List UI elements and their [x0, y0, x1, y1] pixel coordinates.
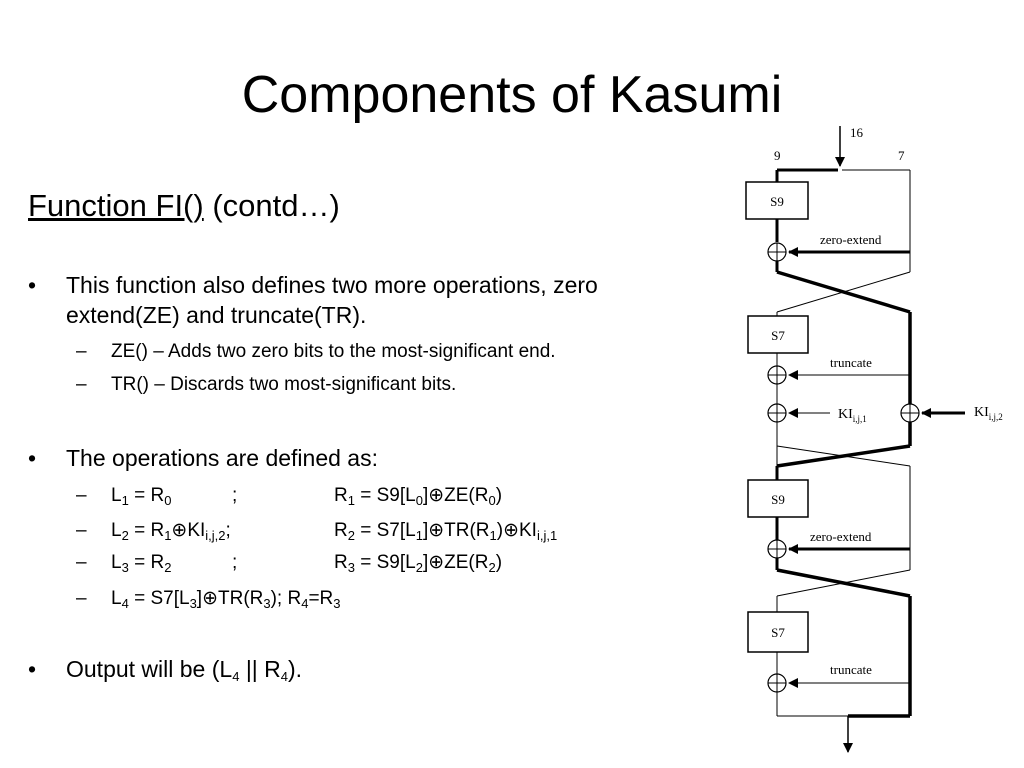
input-bits-label: 16	[850, 125, 864, 140]
s9-box	[747, 479, 809, 518]
equation-left: L4 = S7[L3]⊕TR(R3); R4=R3	[111, 588, 341, 611]
truncate-label: truncate	[830, 355, 872, 370]
bullet-text: This function also defines two more oper…	[66, 272, 598, 328]
subbullet-text: TR() – Discards two most-significant bit…	[111, 374, 457, 395]
bullet-text: Output will be (L4 || R4).	[66, 656, 303, 684]
bullet-dot: •	[28, 272, 37, 298]
equation-right: R2 = S7[L1]⊕TR(R1)⊕KIi,j,1	[334, 520, 558, 543]
slide-title: Components of Kasumi	[241, 66, 783, 124]
zero-extend-label: zero-extend	[820, 232, 882, 247]
bullet-dot: •	[28, 445, 37, 471]
subbullet-text: ZE() – Adds two zero bits to the most-si…	[111, 341, 556, 362]
s9-label: S9	[771, 492, 785, 507]
subtitle-contd: (contd…)	[212, 188, 340, 223]
s7-box	[747, 315, 809, 354]
equation-right: R3 = S9[L2]⊕ZE(R2)	[334, 552, 503, 575]
equation-right: R1 = S9[L0]⊕ZE(R0)	[334, 485, 503, 508]
s9-label: S9	[770, 194, 784, 209]
bullet-dot: •	[28, 656, 37, 682]
truncate-label: truncate	[830, 662, 872, 677]
equation-left: L1 = R0	[111, 485, 172, 508]
subtitle-function-name: Function FI()	[28, 188, 204, 223]
s7-label: S7	[771, 328, 785, 343]
s7-box	[747, 611, 809, 653]
s7-label: S7	[771, 625, 785, 640]
equation-left: L2 = R1⊕KIi,j,2;	[111, 520, 231, 543]
fi-function-diagram: 16 9 7 S9 zero-extend S7 truncate KIi,j,…	[745, 125, 1003, 753]
bullet-text: The operations are defined as:	[66, 445, 378, 471]
ki-1-label: KIi,j,1	[838, 407, 867, 424]
equation-left: L3 = R2	[111, 552, 172, 575]
ki-2-label: KIi,j,2	[974, 405, 1003, 422]
right-bits-label: 7	[898, 148, 905, 163]
s9-box	[745, 181, 809, 220]
slide-subtitle: Function FI() (contd…)	[28, 186, 340, 226]
zero-extend-label: zero-extend	[810, 529, 872, 544]
left-bits-label: 9	[774, 148, 781, 163]
